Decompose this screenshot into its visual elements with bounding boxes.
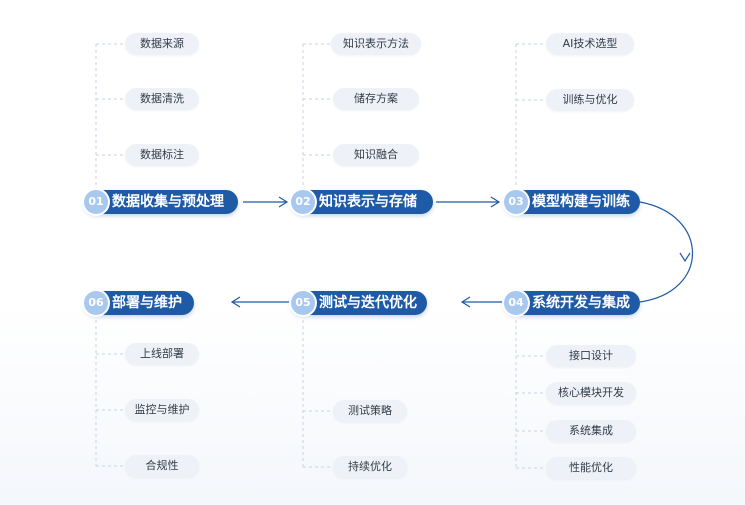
substep-pill: 数据来源 [125,33,199,55]
arrow-3-4-head [679,252,691,263]
substep-pill: 数据标注 [125,144,199,166]
arrow-2-3 [436,196,501,208]
arrow-5-6 [230,296,290,308]
tree-line-03 [515,43,545,190]
substep-pill: 训练与优化 [546,89,634,111]
substep-pill: 测试策略 [333,400,407,422]
tree-line-01 [95,43,124,190]
substep-pill: 数据清洗 [125,88,199,110]
substep-pill: 储存方案 [333,88,419,110]
substep-pill: 上线部署 [125,343,199,365]
stage-label: 知识表示与存储 [319,194,417,210]
tree-line-04 [515,314,545,469]
stage-06: 06 部署与维护 [84,291,194,315]
tree-line-02 [302,43,330,190]
arrow-3-4-curve [639,201,693,303]
stage-label: 系统开发与集成 [532,295,630,311]
stage-number: 02 [291,190,315,214]
stage-number: 01 [84,190,108,214]
substep-pill: AI技术选型 [546,33,634,55]
substep-pill: 持续优化 [333,456,407,478]
stage-label: 数据收集与预处理 [112,194,224,210]
stage-number: 03 [504,190,528,214]
substep-pill: 系统集成 [546,420,636,442]
substep-pill: 知识表示方法 [331,33,421,55]
substep-pill: 接口设计 [546,345,636,367]
stage-05: 05 测试与迭代优化 [291,291,427,315]
stage-label: 测试与迭代优化 [319,295,417,311]
substep-pill: 监控与维护 [125,399,199,421]
stage-03: 03 模型构建与训练 [504,190,640,214]
stage-01: 01 数据收集与预处理 [84,190,238,214]
stage-number: 04 [504,291,528,315]
arrow-1-2 [243,196,289,208]
tree-line-06 [95,314,124,467]
stage-number: 06 [84,291,108,315]
substep-pill: 知识融合 [333,144,419,166]
stage-04: 04 系统开发与集成 [504,291,640,315]
substep-pill: 核心模块开发 [546,382,636,404]
stage-label: 模型构建与训练 [532,194,630,210]
tree-line-05 [302,314,330,468]
stage-02: 02 知识表示与存储 [291,190,433,214]
substep-pill: 合规性 [125,455,199,477]
arrow-4-5 [460,296,505,308]
stage-number: 05 [291,291,315,315]
substep-pill: 性能优化 [546,457,636,479]
stage-label: 部署与维护 [112,295,182,311]
